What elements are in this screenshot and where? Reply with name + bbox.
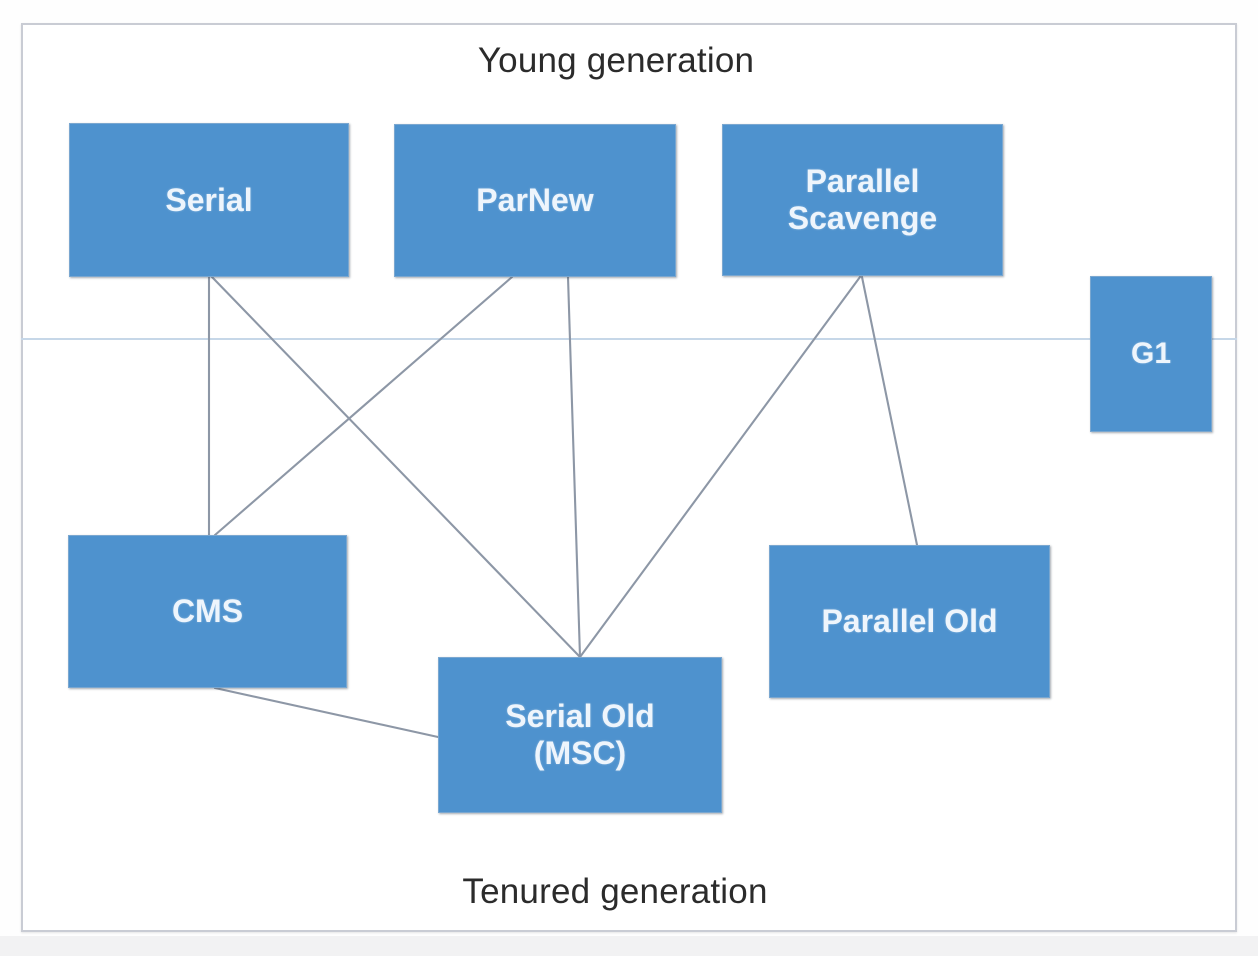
- tenured-generation-label: Tenured generation: [462, 872, 768, 911]
- node-label-serial-old: Serial Old (MSC): [505, 698, 655, 771]
- node-g1[interactable]: G1: [1090, 276, 1212, 432]
- young-generation-label: Young generation: [477, 41, 755, 80]
- node-label-parallel-scavenge: Parallel Scavenge: [787, 163, 938, 236]
- screenshot-bottom-strip: [0, 936, 1258, 956]
- node-label-g1: G1: [1130, 336, 1172, 370]
- node-serial[interactable]: Serial: [69, 123, 349, 277]
- node-parnew[interactable]: ParNew: [394, 124, 676, 277]
- node-label-cms: CMS: [171, 593, 244, 630]
- node-parallel-scavenge[interactable]: Parallel Scavenge: [722, 124, 1003, 276]
- node-parallel-old[interactable]: Parallel Old: [769, 545, 1050, 698]
- node-cms[interactable]: CMS: [68, 535, 347, 688]
- generation-divider-line: [21, 338, 1237, 340]
- node-label-serial: Serial: [165, 181, 253, 218]
- node-serial-old[interactable]: Serial Old (MSC): [438, 657, 722, 813]
- node-label-parallel-old: Parallel Old: [821, 603, 998, 640]
- node-label-parnew: ParNew: [476, 182, 594, 219]
